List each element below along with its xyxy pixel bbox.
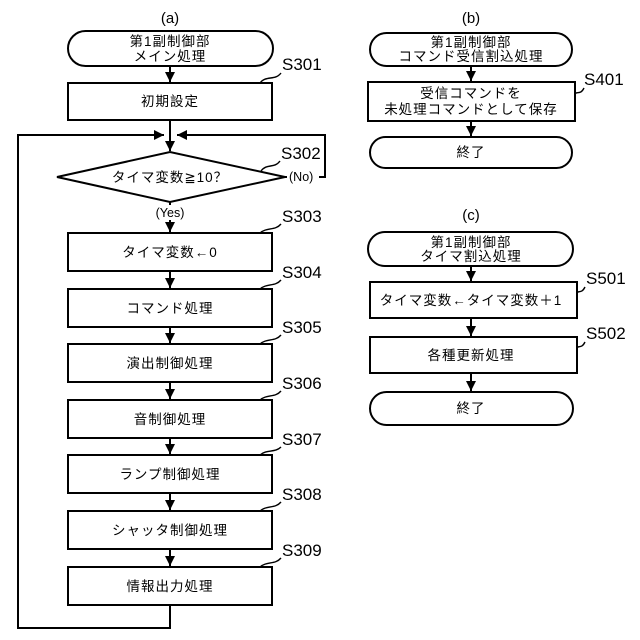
leader-s306 [259,390,282,401]
leader-s307 [259,446,282,456]
step-id-s502: S502 [586,324,626,343]
process-s303 [67,232,273,272]
process-s304 [67,288,273,328]
c-end-label: 終了 [457,401,486,416]
process-s309-label: 情報出力処理 [127,579,214,594]
process-s305-label: 演出制御処理 [127,356,214,371]
process-s401 [367,81,576,122]
step-id-s307: S307 [282,430,322,449]
b-start-line1: 第1副制御部 [430,34,511,50]
process-s308-label: シャッタ制御処理 [112,523,228,538]
c-start-line1: 第1副制御部 [430,234,511,250]
process-s501-label: タイマ変数←タイマ変数＋1 [380,292,563,308]
b-start-terminal [369,32,573,67]
leader-s304 [259,279,282,290]
step-id-s305: S305 [282,318,322,337]
process-s502-label: 各種更新処理 [428,348,515,363]
flowchart-b: (b) 第1副制御部 コマンド受信割込処理 受信コマンドを 未処理コマンドとして… [367,10,624,169]
process-s501 [369,281,578,319]
step-id-s301: S301 [282,55,322,74]
a-start-line2: メイン処理 [134,49,207,64]
process-s301 [67,82,273,121]
yes-label-mask [148,205,192,220]
step-id-s303: S303 [282,207,322,226]
process-s304-label: コマンド処理 [127,301,214,316]
step-id-s401: S401 [584,70,624,89]
process-s305 [67,343,273,383]
c-start-terminal [367,231,574,267]
process-s309 [67,566,273,606]
c-end-terminal [369,391,574,426]
process-s401-line1: 受信コマンドを [420,86,522,101]
leader-s502 [576,341,586,350]
a-start-line1: 第1副制御部 [129,33,210,49]
leader-s301 [259,72,282,84]
c-start-line2: タイマ割込処理 [420,248,522,264]
leader-s302 [260,160,281,172]
process-s307 [67,454,273,494]
leader-s305 [259,334,282,345]
chart-a-title: (a) [161,10,179,27]
b-end-terminal [369,136,573,169]
leader-s401 [574,87,585,96]
leader-s303 [259,223,282,234]
step-id-s302: S302 [281,144,321,163]
no-label-mask [287,169,319,184]
decision-s302-label: タイマ変数≧10？ [112,169,228,185]
process-s306 [67,399,273,439]
decision-s302 [56,150,286,204]
step-id-s304: S304 [282,263,322,282]
process-s306-label: 音制御処理 [134,411,207,427]
step-id-s308: S308 [282,485,322,504]
connector-loop-return [17,130,171,629]
step-id-s309: S309 [282,541,322,560]
leader-s501 [576,286,586,295]
process-s307-label: ランプ制御処理 [119,467,220,482]
process-s401-line2: 未処理コマンドとして保存 [384,102,558,117]
leader-s308 [259,501,282,512]
yes-branch-label: (Yes) [156,206,185,220]
b-end-label: 終了 [457,145,486,160]
flowchart-c: (c) 第1副制御部 タイマ割込処理 タイマ変数←タイマ変数＋1 各種更新処理 … [367,207,626,426]
process-s502 [369,336,578,374]
step-id-s501: S501 [586,269,626,288]
flowchart-a: (a) 第1副制御部 メイン処理 初期設定 タイマ変数≧10？ (No) (Ye… [56,10,322,606]
a-start-terminal [67,30,274,67]
process-s308 [67,510,273,550]
leader-s309 [259,557,282,568]
b-start-line2: コマンド受信割込処理 [399,48,544,64]
chart-b-title: (b) [462,10,480,27]
no-branch-label: (No) [289,170,313,184]
process-s303-label: タイマ変数←0 [122,244,218,260]
process-s301-label: 初期設定 [141,93,199,109]
chart-c-title: (c) [462,207,480,224]
step-id-s306: S306 [282,374,322,393]
